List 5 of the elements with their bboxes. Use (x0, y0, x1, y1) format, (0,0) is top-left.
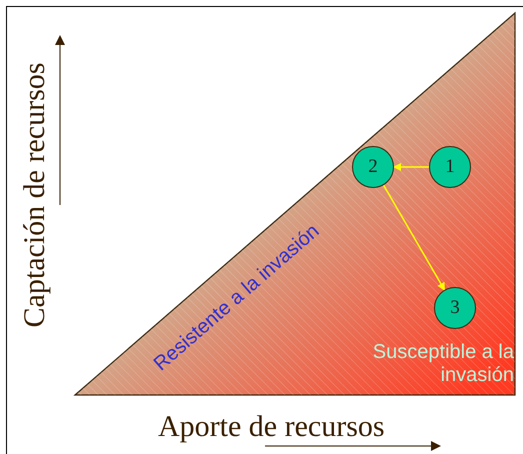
axis-title: Captación de recursos (18, 62, 52, 328)
region-label: Susceptible a la invasión (372, 341, 514, 387)
arrow (382, 184, 446, 291)
arrow (393, 163, 429, 171)
axis-title: Aporte de recursos (158, 410, 385, 444)
